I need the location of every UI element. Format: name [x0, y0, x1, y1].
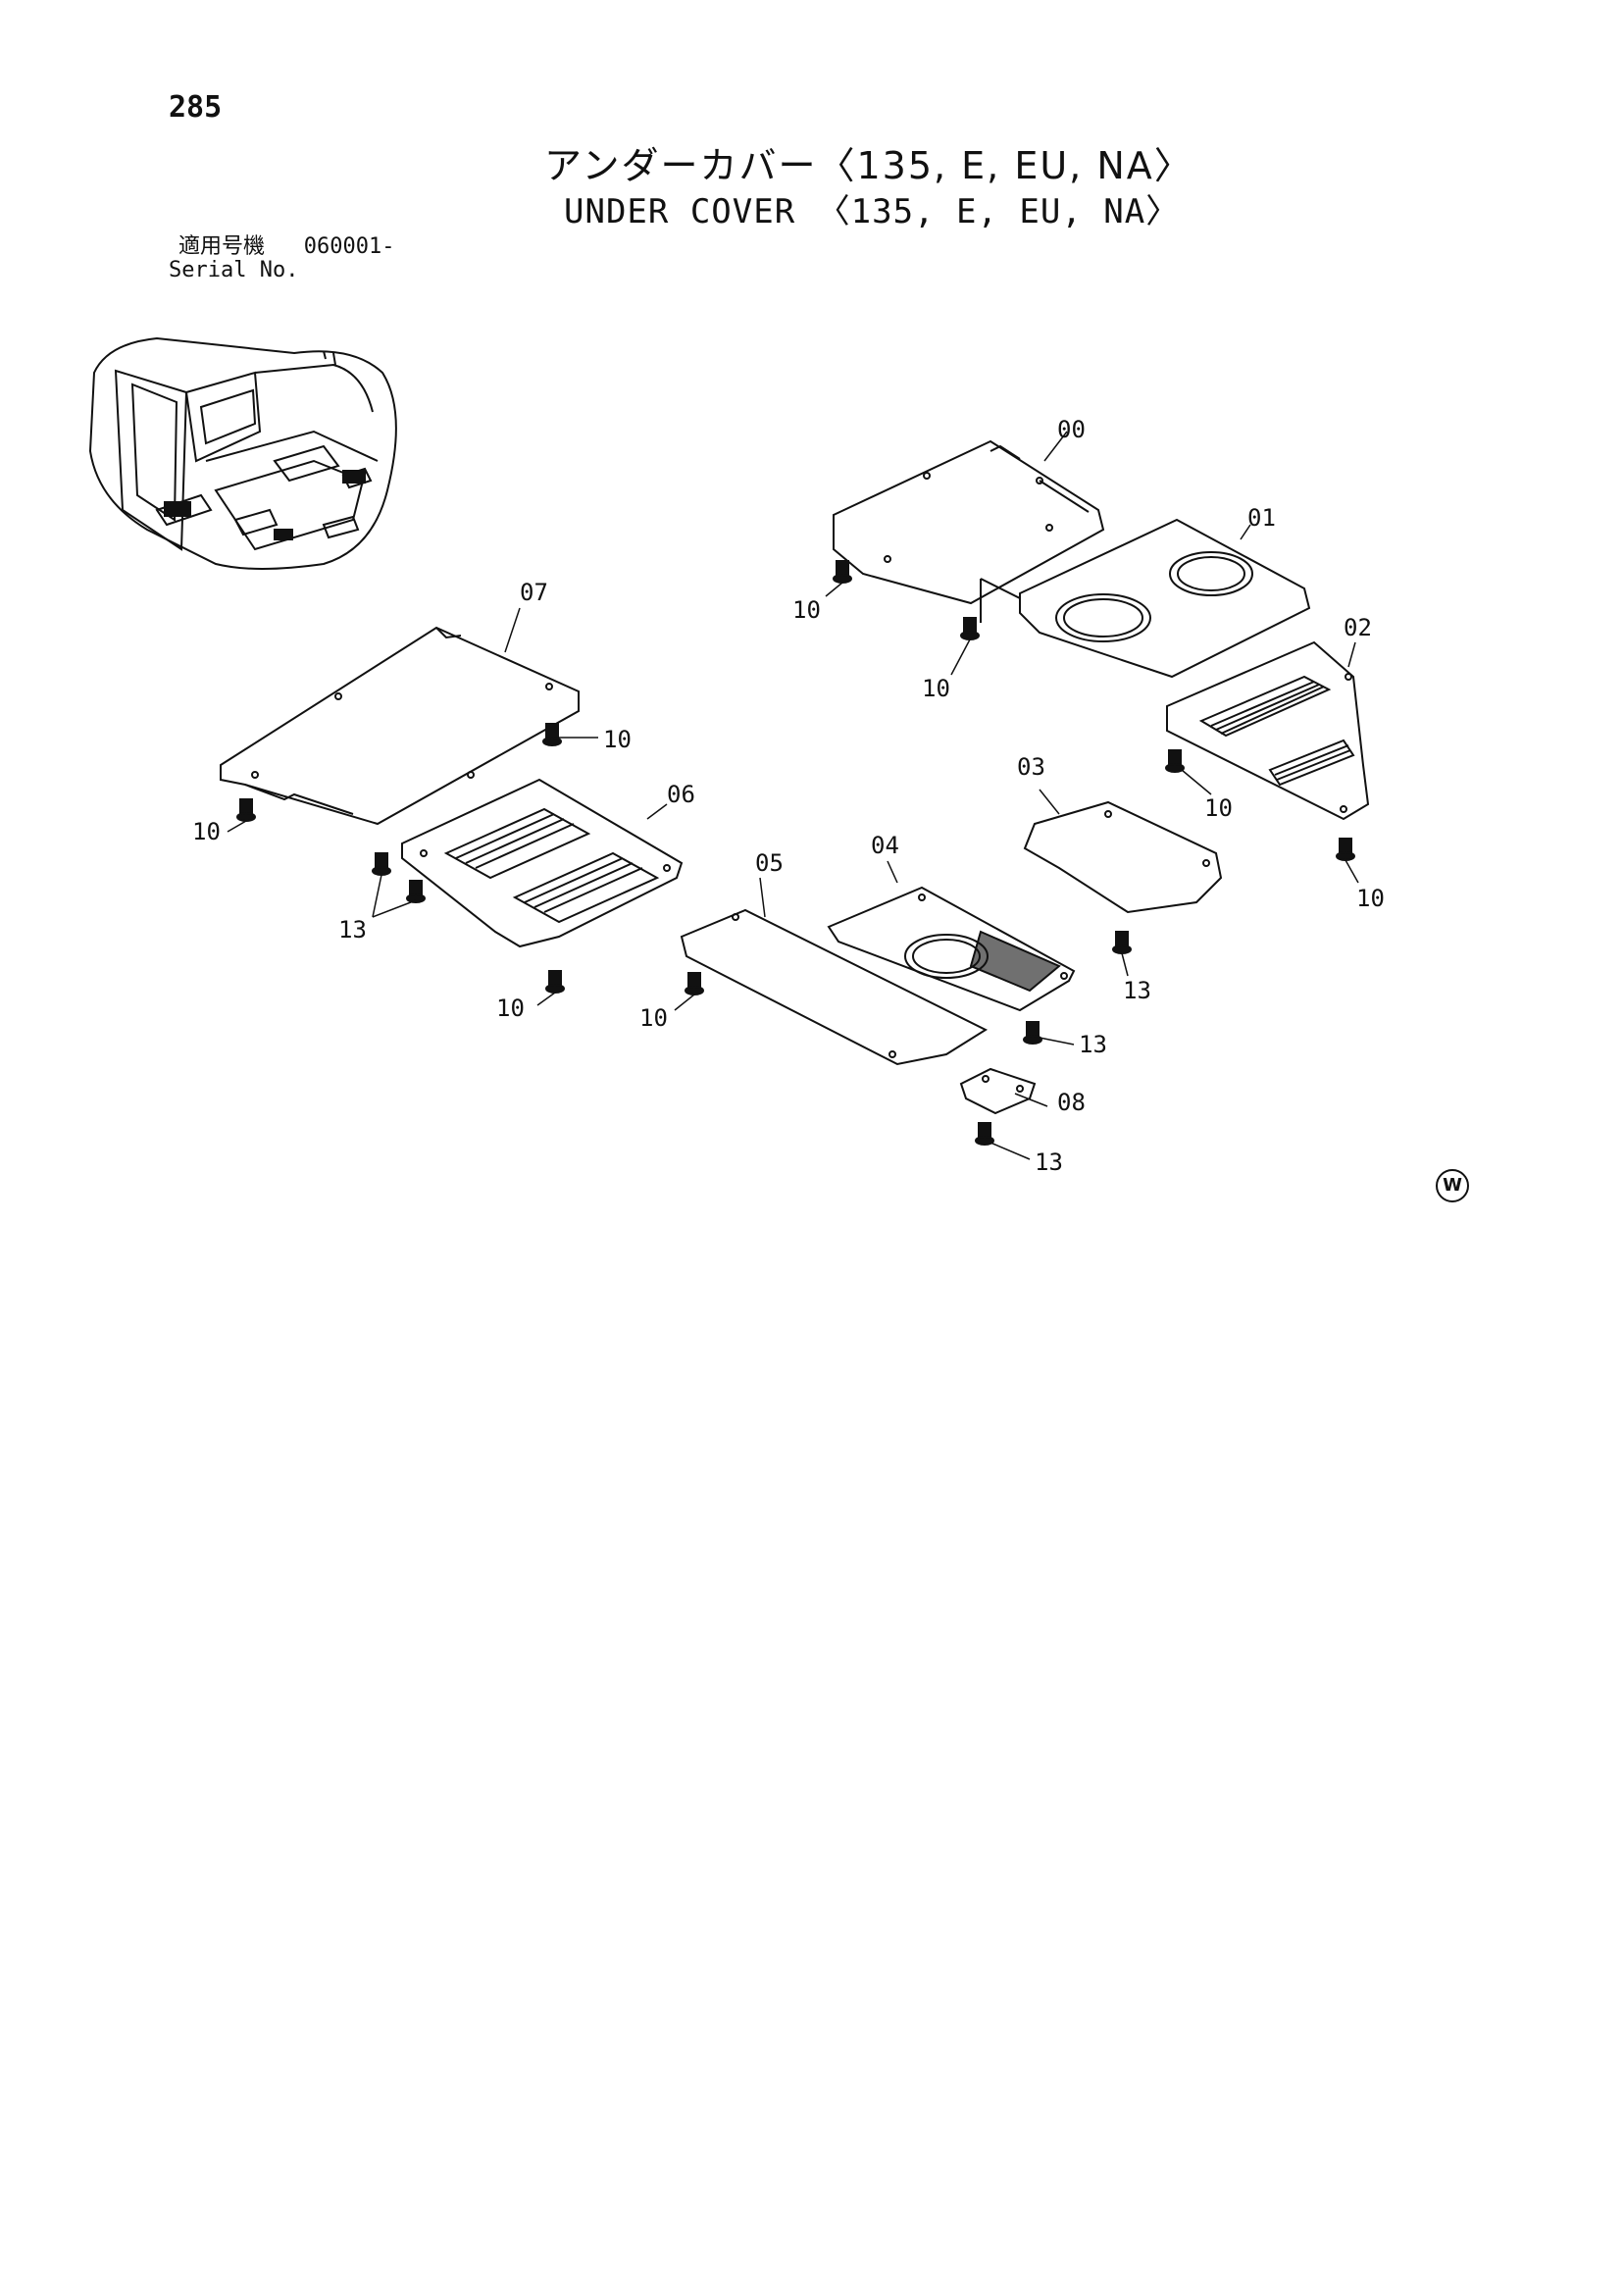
serial-label-jp: 適用号機 — [178, 234, 266, 259]
callout-labels: 00 01 02 03 04 05 06 07 08 10 10 10 10 1… — [192, 416, 1385, 1176]
part-01-plate — [980, 518, 1311, 679]
bolt-10 — [1336, 838, 1355, 861]
callout-10: 10 — [639, 1004, 668, 1032]
bolt-10 — [236, 798, 256, 822]
callout-08: 08 — [1057, 1089, 1086, 1116]
callout-00: 00 — [1057, 416, 1086, 443]
bolt-13 — [975, 1122, 994, 1146]
callout-06: 06 — [667, 781, 695, 808]
serial-row: 適用号機 060001- — [169, 235, 394, 259]
bolt-10 — [833, 560, 852, 584]
callout-13: 13 — [1123, 977, 1151, 1004]
bolt-10 — [542, 723, 562, 746]
callout-10: 10 — [1356, 885, 1385, 912]
callout-10: 10 — [1204, 794, 1233, 822]
bolt-10 — [1165, 749, 1185, 773]
callout-02: 02 — [1344, 614, 1372, 641]
bolt-13 — [372, 852, 391, 876]
part-08-plate — [959, 1067, 1048, 1115]
callout-04: 04 — [871, 832, 899, 859]
page-number: 285 — [169, 90, 223, 125]
bolt-13 — [406, 880, 426, 903]
callout-13: 13 — [1079, 1031, 1107, 1058]
bolts — [236, 560, 1355, 1146]
bolt-10 — [685, 972, 704, 995]
callout-10: 10 — [496, 995, 525, 1022]
part-03-plate — [1023, 789, 1223, 914]
callout-10: 10 — [792, 596, 821, 624]
bolt-10 — [545, 970, 565, 994]
bolt-leader-lines — [227, 582, 1359, 1160]
serial-label-en: Serial No. — [169, 258, 299, 282]
serial-block: 適用号機 060001- Serial No. — [169, 235, 394, 282]
part-04-plate — [827, 860, 1076, 1012]
serial-value: 060001- — [303, 234, 395, 259]
part-06-grille — [401, 778, 684, 948]
callout-10: 10 — [922, 675, 950, 702]
part-05-plate — [680, 877, 989, 1066]
part-02-grille — [1166, 640, 1370, 821]
bolt-10 — [960, 617, 980, 640]
machine-overview-illustration — [88, 336, 397, 570]
title-english: UNDER COVER 〈135, E, EU, NA〉 — [564, 192, 1181, 231]
callout-10: 10 — [603, 726, 632, 753]
bolt-13 — [1023, 1021, 1042, 1045]
part-07-plate — [220, 607, 580, 826]
callout-07: 07 — [520, 579, 548, 606]
part-00-plate — [833, 431, 1105, 605]
callout-13: 13 — [1035, 1148, 1063, 1176]
bolt-13 — [1112, 931, 1132, 954]
callout-05: 05 — [755, 849, 784, 877]
callout-01: 01 — [1247, 504, 1276, 532]
w-mark-symbol: W — [1436, 1169, 1469, 1202]
callout-03: 03 — [1017, 753, 1045, 781]
callout-13: 13 — [338, 916, 367, 944]
title-japanese: アンダーカバー〈135, E, EU, NA〉 — [544, 144, 1193, 187]
callout-10: 10 — [192, 818, 221, 845]
